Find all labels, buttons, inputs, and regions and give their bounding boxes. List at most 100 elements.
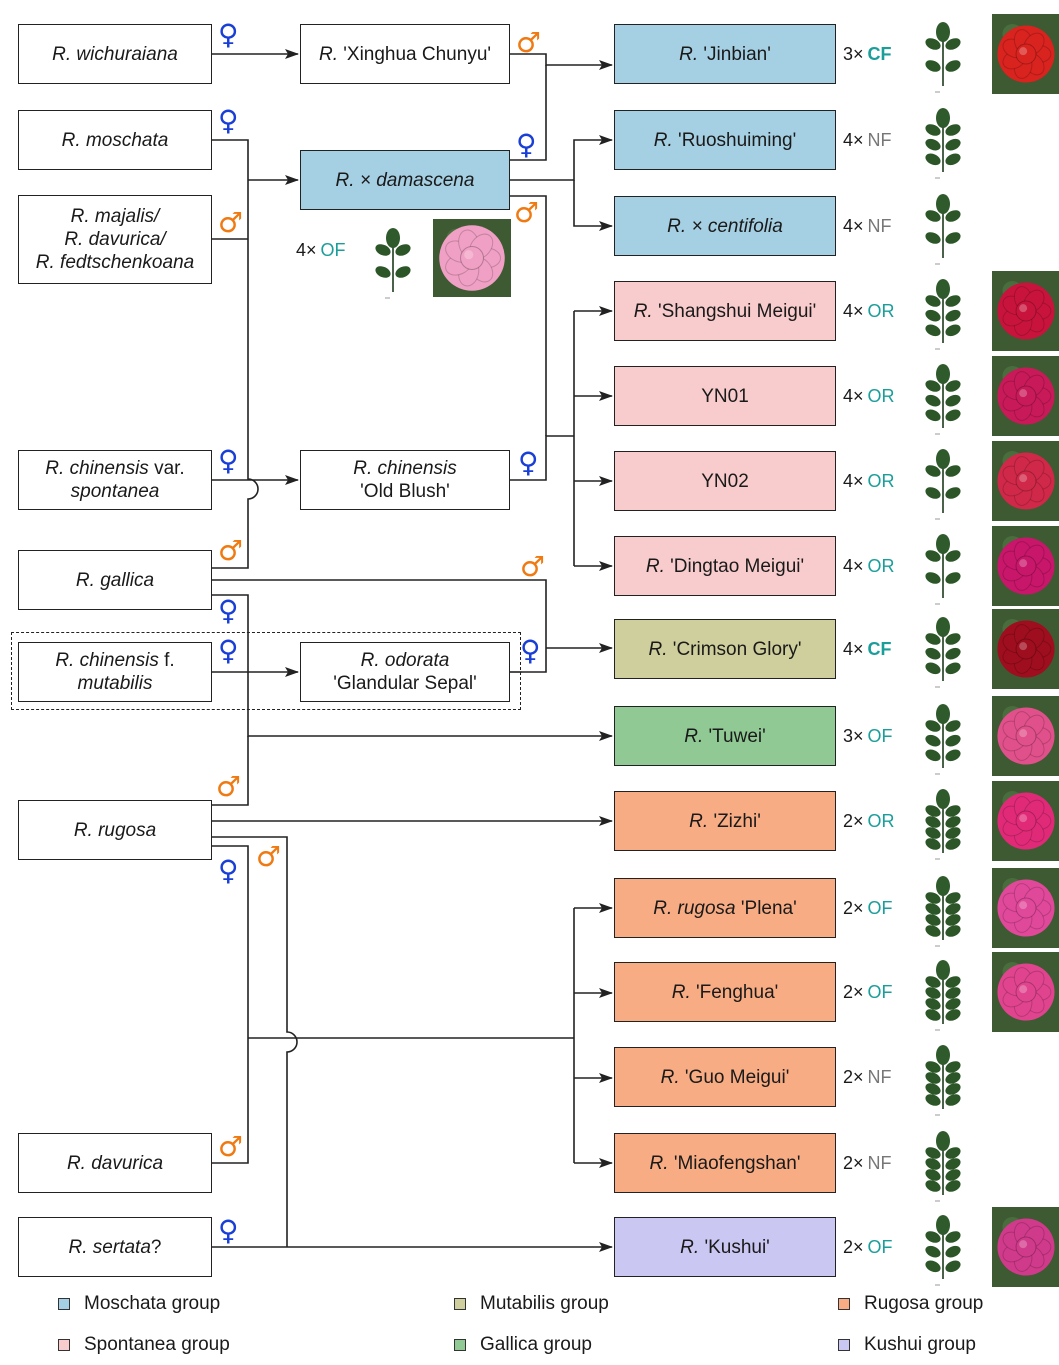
- connector-line: [510, 53, 613, 70]
- name-text: 'Guo Meigui': [679, 1066, 790, 1088]
- male-symbol-icon: ♂: [216, 770, 241, 803]
- ploidy-level: 4×: [843, 216, 864, 236]
- female-symbol-icon: ♀: [218, 854, 239, 887]
- ploidy-centifolia: 4×NF: [843, 216, 892, 237]
- legend-label: Spontanea group: [84, 1334, 230, 1355]
- ploidy-guo: 2×NF: [843, 1067, 892, 1088]
- name-text: ?: [150, 1236, 162, 1258]
- italic-name-text: R. fedtschenkoana: [35, 252, 195, 273]
- ploidy-zizhi: 2×OR: [843, 811, 895, 832]
- italic-name-text: R. chinensis: [45, 458, 149, 479]
- italic-name-text: R.: [633, 300, 653, 322]
- box-label-line: R. odorata: [361, 649, 450, 672]
- leaf-icon: [925, 960, 961, 1031]
- italic-name-text: R. chinensis: [55, 650, 159, 671]
- flower-photo: [992, 781, 1059, 861]
- cultivar-tuwei: R. 'Tuwei': [614, 706, 836, 766]
- fragrance-code: OR: [867, 556, 895, 576]
- name-text: 'Dingtao Meigui': [664, 555, 805, 577]
- flower-photo: [992, 1207, 1059, 1287]
- box-label-line: R. × damascena: [336, 169, 475, 192]
- box-label-line: R. sertata?: [69, 1236, 162, 1259]
- connector-line: [510, 435, 574, 481]
- name-text: 'Xinghua Chunyu': [337, 43, 492, 65]
- box-label-line: R. davurica/: [64, 228, 165, 251]
- cultivar-ruoshuiming: R. 'Ruoshuiming': [614, 110, 836, 170]
- leaf-icon: [925, 22, 961, 93]
- italic-name-text: R. davurica: [66, 1152, 164, 1174]
- fragrance-code: NF: [867, 130, 892, 150]
- parent-davurica: R. davurica: [18, 1133, 212, 1193]
- box-label-line: R. 'Miaofengshan': [650, 1152, 801, 1175]
- flower-photo: [992, 868, 1059, 948]
- female-symbol-icon: ♀: [218, 104, 239, 137]
- name-text: 'Kushui': [699, 1236, 770, 1258]
- cultivar-crimson: R. 'Crimson Glory': [614, 619, 836, 679]
- cultivar-fenghua: R. 'Fenghua': [614, 962, 836, 1022]
- box-label-line: R. fedtschenkoana: [36, 251, 194, 274]
- flower-photo: [992, 271, 1059, 351]
- connector-line: [212, 579, 547, 673]
- parent-rugosa: R. rugosa: [18, 800, 212, 860]
- italic-name-text: R.: [680, 1236, 700, 1258]
- legend-item-rugosa: Rugosa group: [838, 1293, 983, 1315]
- ploidy-dingtao: 4×OR: [843, 556, 895, 577]
- cultivar-miaofengshan: R. 'Miaofengshan': [614, 1133, 836, 1193]
- box-label-line: spontanea: [71, 480, 160, 503]
- cultivar-jinbian: R. 'Jinbian': [614, 24, 836, 84]
- italic-name-text: R. davurica/: [64, 229, 166, 250]
- italic-name-text: R.: [648, 638, 668, 660]
- fragrance-code: OF: [867, 726, 893, 746]
- male-symbol-icon: ♂: [520, 550, 545, 583]
- box-label-line: YN02: [701, 470, 749, 493]
- flower-photo: [992, 14, 1059, 94]
- name-text: 'Jinbian': [698, 43, 771, 65]
- female-symbol-icon: ♀: [520, 634, 541, 667]
- connector-line: [573, 180, 613, 231]
- fragrance-code: OR: [867, 811, 895, 831]
- italic-name-text: spontanea: [70, 481, 160, 502]
- ploidy-yn01: 4×OR: [843, 386, 895, 407]
- fragrance-code: NF: [867, 1153, 892, 1173]
- leaf-icon: [925, 364, 961, 435]
- box-label-line: R. 'Jinbian': [679, 43, 771, 66]
- parent-majalis: R. majalis/R. davurica/R. fedtschenkoana: [18, 195, 212, 284]
- italic-name-text: R.: [689, 810, 709, 832]
- connector-line: [510, 195, 547, 436]
- ploidy-level: 2×: [843, 1237, 864, 1257]
- leaf-icon: [925, 279, 961, 350]
- name-text: YN02: [701, 470, 749, 492]
- cultivar-yn01: YN01: [614, 366, 836, 426]
- ploidy-level: 4×: [843, 639, 864, 659]
- fragrance-code: OF: [867, 898, 893, 918]
- node-old-blush: R. chinensis'Old Blush': [300, 450, 510, 510]
- ploidy-level: 4×: [843, 386, 864, 406]
- italic-name-text: mutabilis: [77, 673, 153, 694]
- italic-name-text: R. rugosa: [653, 897, 736, 919]
- parent-sertata: R. sertata?: [18, 1217, 212, 1277]
- ploidy-tuwei: 3×OF: [843, 726, 893, 747]
- ploidy-plena: 2×OF: [843, 898, 893, 919]
- male-symbol-icon: ♂: [256, 840, 281, 873]
- box-label-line: R. rugosa 'Plena': [653, 897, 797, 920]
- parent-chinensis-mutabilis: R. chinensis f.mutabilis: [18, 642, 212, 702]
- name-text: 'Miaofengshan': [668, 1152, 801, 1174]
- female-symbol-icon: ♀: [518, 446, 539, 479]
- fragrance-code: NF: [867, 1067, 892, 1087]
- male-symbol-icon: ♂: [218, 1130, 243, 1163]
- italic-name-text: R.: [671, 981, 691, 1003]
- box-label-line: R. 'Zizhi': [689, 810, 761, 833]
- legend-label: Mutabilis group: [480, 1293, 609, 1314]
- ploidy-damascena: 4×OF: [296, 240, 346, 261]
- box-label-line: R. gallica: [76, 569, 154, 592]
- box-label-line: R. 'Crimson Glory': [649, 638, 802, 661]
- italic-name-text: R. gallica: [75, 569, 155, 591]
- cultivar-shangshui: R. 'Shangshui Meigui': [614, 281, 836, 341]
- leaf-icon: [375, 228, 411, 299]
- male-symbol-icon: ♂: [516, 26, 541, 59]
- male-symbol-icon: ♂: [514, 196, 539, 229]
- box-label-line: 'Glandular Sepal': [333, 672, 477, 695]
- box-label-line: mutabilis: [78, 672, 153, 695]
- flower-photo: [992, 526, 1059, 606]
